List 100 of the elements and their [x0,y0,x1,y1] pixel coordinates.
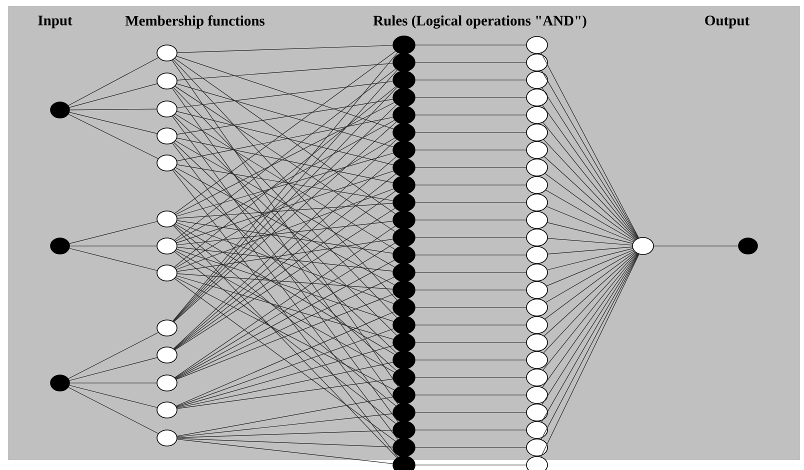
connection-line [415,377,526,378]
connection-line [69,112,158,134]
connection-line [69,248,158,271]
normalization-node [526,246,548,264]
connection-line [415,202,526,203]
connection-line [544,156,636,240]
normalization-node [526,404,548,422]
connection-line [177,45,393,53]
connection-line [70,382,157,384]
input-node [50,238,70,254]
connection-line [68,57,159,106]
normalization-node [526,211,548,229]
connection-line [543,139,637,240]
connection-line [173,225,398,458]
membership-node [156,346,178,364]
normalization-node [526,124,548,142]
connection-line [176,312,394,406]
connection-line [415,342,526,343]
connection-line [176,222,394,304]
connection-line [544,252,636,320]
connection-line [176,170,394,244]
connection-line [546,250,634,286]
connection-line [176,81,394,108]
connection-line [69,221,158,244]
normalization-node [526,106,548,124]
connection-line [415,464,526,466]
normalization-node [526,368,548,386]
connection-line [547,222,633,244]
connection-line [177,430,393,438]
connection-line [544,252,636,336]
connection-line [176,362,394,408]
connection-line [177,63,393,80]
normalization-node [526,438,548,456]
normalization-node [526,264,548,282]
normalization-node [526,194,548,212]
connection-line [174,68,396,240]
normalization-node [526,36,548,54]
connection-line [68,114,158,159]
membership-node [156,374,178,392]
normalization-node [526,334,548,352]
normalization-node [526,228,548,246]
membership-node [156,44,178,62]
output-node [738,238,758,254]
connection-line [176,138,394,184]
connection-line [176,220,394,254]
connection-line [177,220,393,246]
connection-line [174,86,396,268]
membership-node [156,238,178,254]
connection-line [415,167,526,168]
membership-node [156,100,178,118]
connection-line [177,273,393,290]
membership-node [156,402,178,418]
column-heading: Output [705,16,750,28]
connection-line [176,84,394,148]
connection-line [415,44,526,46]
connection-line [546,190,634,242]
connection-line [176,56,394,130]
connection-line [548,238,632,246]
connection-line [68,332,159,379]
input-node [50,374,70,392]
connection-line [69,357,158,381]
column-heading: Rules (Logical operations "AND") [373,15,586,29]
normalization-node [526,316,548,334]
normalization-node [526,88,548,106]
connection-line [415,114,526,116]
connection-line [176,248,394,322]
connection-line [415,132,526,133]
rule-node [392,456,416,470]
connection-line [415,412,526,413]
connection-line [69,83,158,108]
connection-line [176,111,394,166]
connection-line [548,246,632,254]
connection-line [176,396,394,436]
connection-line [415,272,526,273]
connection-line [415,394,526,396]
normalization-node [526,456,548,470]
normalization-node [526,351,548,369]
normalization-node [526,386,548,404]
connection-line [176,99,394,135]
connection-line [176,164,394,201]
membership-node [156,430,178,446]
connection-line [177,413,393,438]
connection-line [415,237,526,238]
membership-node [156,320,178,336]
normalization-node [526,71,548,89]
connection-line [546,250,634,303]
membership-node [156,154,178,172]
connection-line [415,447,526,448]
membership-node [156,72,178,90]
column-heading: Input [38,16,72,28]
connection-line [70,108,157,110]
connection-line [415,254,526,256]
connection-line [175,102,395,215]
connection-line [177,438,393,464]
connection-line [176,345,394,408]
connection-line [176,294,394,380]
connection-line [176,116,394,162]
column-heading: Membership functions [125,15,265,29]
connection-line [547,248,633,270]
membership-node [156,128,178,144]
